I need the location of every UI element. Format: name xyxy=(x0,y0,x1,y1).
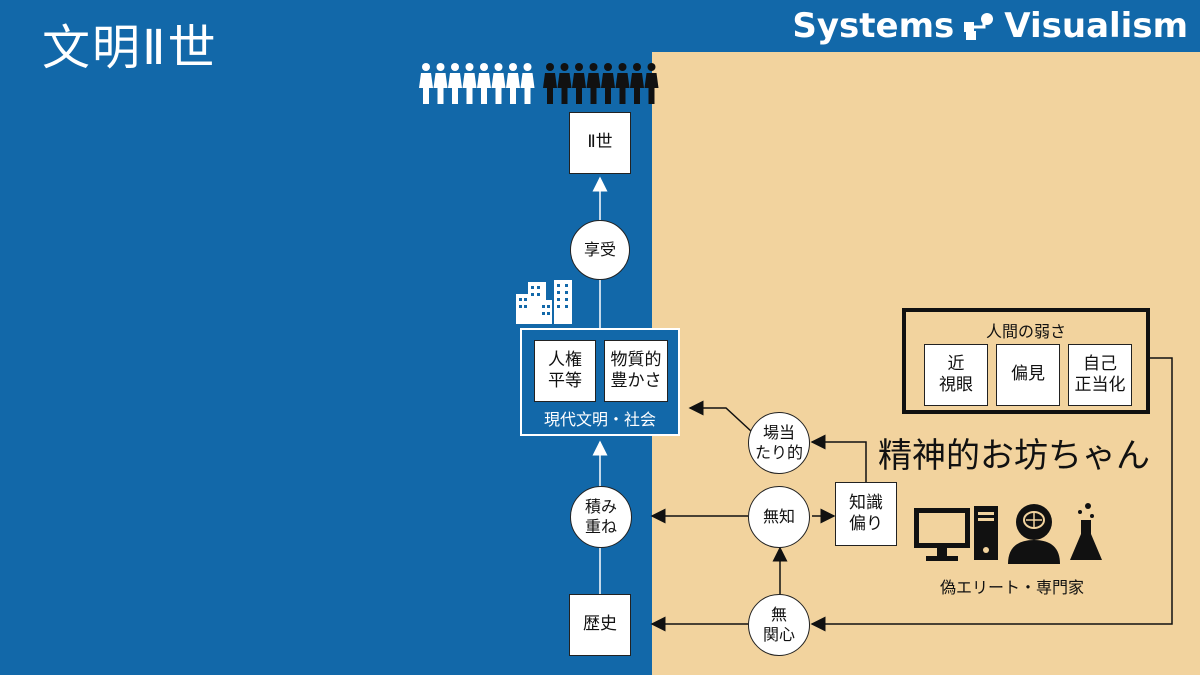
person-figure xyxy=(419,63,433,104)
node-tsumikasane: 積み重ね xyxy=(570,486,632,548)
person-figure xyxy=(586,63,601,104)
person-figure xyxy=(543,63,557,104)
page-title: 文明Ⅱ世 xyxy=(42,20,218,76)
node-muchi: 無知 xyxy=(748,486,810,548)
weakness-henken: 偏見 xyxy=(996,344,1060,406)
systems-visualism-logo-icon xyxy=(964,13,994,40)
person-figure xyxy=(615,63,630,104)
buildings-icon xyxy=(516,280,572,324)
civilization-label: 現代文明・社会 xyxy=(543,410,656,429)
label-elite: 偽エリート・専門家 xyxy=(940,578,1085,597)
brand-right-text: Visualism xyxy=(1004,6,1188,46)
weakness-jiko-seitoka: 自己正当化 xyxy=(1068,344,1132,406)
node-bashoatari: 場当たり的 xyxy=(748,412,810,474)
person-figure xyxy=(557,63,572,104)
person-figure xyxy=(448,63,462,104)
person-figure xyxy=(506,63,520,104)
node-mukanshin: 無関心 xyxy=(748,594,810,656)
human-weakness-box: 人間の弱さ 近視眼 偏見 自己正当化 xyxy=(902,308,1150,414)
person-figure xyxy=(433,63,448,104)
person-figure xyxy=(477,63,491,104)
brand-logo: Systems Visualism xyxy=(792,6,1188,46)
person-figure xyxy=(572,63,586,104)
weakness-kinshigan: 近視眼 xyxy=(924,344,988,406)
brand-left-text: Systems xyxy=(792,6,955,46)
node-jinken: 人権平等 xyxy=(534,340,596,402)
flask-icon xyxy=(1070,503,1102,560)
person-figure xyxy=(601,63,615,104)
label-obocchan: 精神的お坊ちゃん xyxy=(878,436,1150,476)
node-chishiki: 知識偏り xyxy=(835,482,897,546)
person-figure xyxy=(491,63,506,104)
node-rekishi: 歴史 xyxy=(569,594,631,656)
node-kyoju: 享受 xyxy=(570,220,630,280)
node-nisei: Ⅱ世 xyxy=(569,112,631,174)
weakness-title: 人間の弱さ xyxy=(985,322,1066,341)
people-white-icon xyxy=(419,63,535,104)
computer-icon xyxy=(914,506,998,561)
brain-head-icon xyxy=(1008,504,1060,564)
person-figure xyxy=(520,63,535,104)
node-busshitsu: 物質的豊かさ xyxy=(604,340,668,402)
person-figure xyxy=(630,63,644,104)
person-figure xyxy=(644,63,659,104)
people-black-icon xyxy=(543,63,659,104)
person-figure xyxy=(462,63,477,104)
civilization-box: 人権平等 物質的豊かさ 現代文明・社会 xyxy=(520,328,680,436)
